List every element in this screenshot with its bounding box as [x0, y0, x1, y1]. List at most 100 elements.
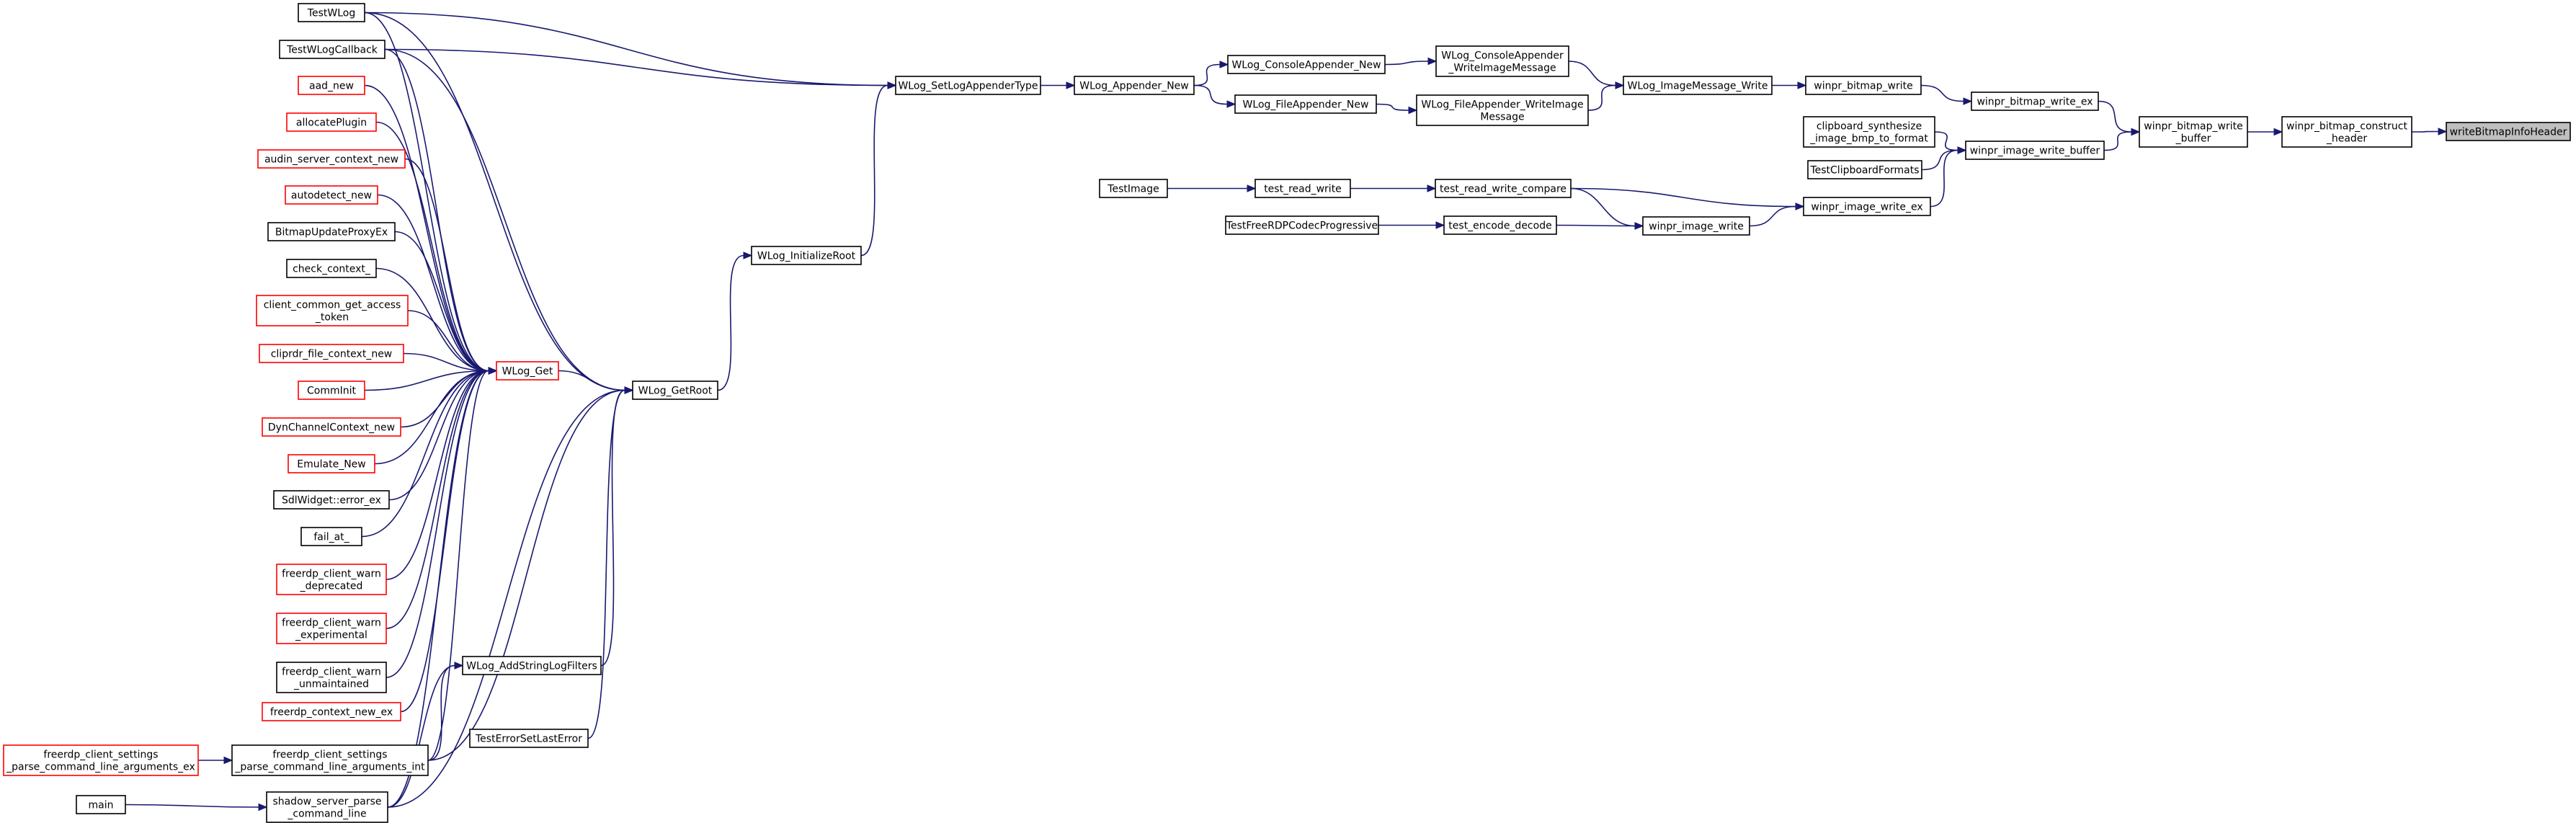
node-test-read-write[interactable]: test_read_write — [1254, 179, 1351, 198]
arrowhead-icon — [1219, 61, 1229, 68]
node-label: audin_server_context_new — [264, 154, 398, 166]
node-client-common-get-access-token[interactable]: client_common_get_access_token — [256, 295, 409, 326]
node-wlog-get[interactable]: WLog_Get — [496, 361, 559, 381]
edge-wlog-consoleappender-writeimagemessage-to-wlog-imagemessage-write — [1568, 61, 1616, 86]
arrowhead-icon — [1963, 97, 1973, 105]
edge-winpr-bitmap-write-ex-to-winpr-bitmap-write-buffer — [2098, 100, 2132, 133]
node-winpr-image-write-buffer[interactable]: winpr_image_write_buffer — [1965, 141, 2105, 160]
node-test-encode-decode[interactable]: test_encode_decode — [1443, 215, 1557, 235]
node-winpr-bitmap-write[interactable]: winpr_bitmap_write — [1805, 76, 1922, 95]
node-dynchannelcontext-new[interactable]: DynChannelContext_new — [262, 417, 401, 437]
node-main[interactable]: main — [76, 795, 126, 814]
edge-freerdp-client-settings-parse-int-to-wlog-get — [427, 370, 489, 761]
edge-wlog-fileappender-writeimagemessage-to-wlog-imagemessage-write — [1587, 84, 1616, 111]
node-box — [1971, 92, 2099, 111]
edge-winpr-bitmap-construct-header-to-writebitmapinfoheader — [2411, 130, 2439, 133]
node-label: aad_new — [309, 81, 354, 92]
node-label: check_context_ — [293, 264, 371, 275]
node-box — [2446, 122, 2571, 141]
node-label: winpr_bitmap_write — [1814, 81, 1912, 92]
node-writebitmapinfoheader[interactable]: writeBitmapInfoHeader — [2446, 122, 2571, 141]
node-label: winpr_bitmap_construct — [2286, 121, 2407, 133]
node-wlog-consoleappender-new[interactable]: WLog_ConsoleAppender_New — [1227, 55, 1386, 74]
node-label: freerdp_client_settings — [43, 749, 158, 761]
node-testwlogcallback[interactable]: TestWLogCallback — [279, 40, 385, 59]
node-label: TestWLog — [307, 8, 355, 19]
node-label: cliprdr_file_context_new — [271, 349, 393, 360]
node-testimage[interactable]: TestImage — [1099, 179, 1168, 198]
edge-client-common-get-access-token-to-wlog-get — [407, 310, 489, 372]
node-box — [298, 76, 365, 95]
node-box — [751, 246, 862, 265]
node-winpr-image-write[interactable]: winpr_image_write — [1642, 216, 1750, 236]
node-wlog-appender-new[interactable]: WLog_Appender_New — [1074, 76, 1195, 95]
node-test-read-write-compare[interactable]: test_read_write_compare — [1435, 179, 1572, 198]
node-wlog-fileappender-new[interactable]: WLog_FileAppender_New — [1234, 94, 1377, 114]
arrowhead-icon — [1797, 81, 1807, 89]
node-winpr-image-write-ex[interactable]: winpr_image_write_ex — [1803, 197, 1931, 216]
node-box — [286, 259, 377, 278]
edge-wlog-get-to-wlog-getroot — [558, 370, 625, 391]
node-testerrorsetlasterror[interactable]: TestErrorSetLastError — [469, 729, 589, 748]
edge-shadow-server-parse-command-line-to-wlog-addstringlogfilters — [387, 664, 455, 808]
edge-allocateplugin-to-wlog-get — [375, 121, 489, 372]
node-freerdp-client-settings-parse-int[interactable]: freerdp_client_settings_parse_command_li… — [231, 744, 429, 776]
node-audin-server-context-new[interactable]: audin_server_context_new — [257, 149, 406, 169]
node-wlog-getroot[interactable]: WLog_GetRoot — [632, 381, 718, 400]
node-winpr-bitmap-write-ex[interactable]: winpr_bitmap_write_ex — [1971, 92, 2099, 111]
edge-testwlog-to-wlog-getroot — [364, 12, 625, 391]
node-autodetect-new[interactable]: autodetect_new — [285, 185, 378, 205]
node-box — [259, 344, 404, 363]
node-box — [256, 295, 409, 326]
node-check-context[interactable]: check_context_ — [286, 259, 377, 278]
node-label: client_common_get_access — [264, 300, 401, 311]
node-clipboard-synthesize-image-bmp-to-format[interactable]: clipboard_synthesize_image_bmp_to_format — [1803, 116, 1935, 148]
node-label: _token — [315, 312, 349, 324]
node-label: _buffer — [2175, 133, 2211, 145]
node-freerdp-client-settings-parse-ex[interactable]: freerdp_client_settings_parse_command_li… — [3, 744, 199, 776]
node-winpr-bitmap-write-buffer[interactable]: winpr_bitmap_write_buffer — [2139, 116, 2248, 148]
arrowhead-icon — [2131, 128, 2141, 136]
node-comminit[interactable]: CommInit — [298, 381, 365, 400]
arrowhead-icon — [2438, 128, 2448, 135]
node-box — [1807, 160, 1922, 179]
node-bitmapupdateproxyex[interactable]: BitmapUpdateProxyEx — [267, 222, 396, 241]
node-allocateplugin[interactable]: allocatePlugin — [286, 112, 377, 132]
node-aad-new[interactable]: aad_new — [298, 76, 365, 95]
node-wlog-addstringlogfilters[interactable]: WLog_AddStringLogFilters — [462, 656, 602, 675]
node-label: BitmapUpdateProxyEx — [275, 227, 388, 239]
node-testwlog[interactable]: TestWLog — [298, 3, 365, 22]
node-box — [1642, 216, 1750, 236]
node-wlog-fileappender-writeimagemessage[interactable]: WLog_FileAppender_WriteImageMessage — [1416, 94, 1589, 126]
node-wlog-initializeroot[interactable]: WLog_InitializeRoot — [751, 246, 862, 265]
arrowhead-icon — [743, 252, 753, 259]
edge-autodetect-new-to-wlog-get — [377, 194, 489, 372]
node-wlog-consoleappender-writeimagemessage[interactable]: WLog_ConsoleAppender_WriteImageMessage — [1435, 45, 1569, 77]
nodes-layer: writeBitmapInfoHeader winpr_bitmap_constr… — [3, 3, 2571, 823]
node-cliprdr-file-context-new[interactable]: cliprdr_file_context_new — [259, 344, 404, 363]
node-label: WLog_Appender_New — [1079, 81, 1188, 92]
node-fail-at[interactable]: fail_at_ — [300, 527, 362, 546]
node-freerdp-client-warn-experimental[interactable]: freerdp_client_warn_experimental — [276, 613, 387, 644]
node-sdlwidget-error-ex[interactable]: SdlWidget::error_ex — [273, 490, 390, 510]
node-label: WLog_ConsoleAppender — [1441, 50, 1564, 62]
node-testfreerdpcodecprogressive[interactable]: TestFreeRDPCodecProgressive — [1225, 215, 1379, 235]
node-winpr-bitmap-construct-header[interactable]: winpr_bitmap_construct_header — [2281, 116, 2412, 148]
arrowhead-icon — [1066, 81, 1076, 89]
edge-fail-at-to-wlog-get — [361, 370, 489, 538]
edge-wlog-initializeroot-to-wlog-setlogappendertype — [860, 84, 888, 257]
node-freerdp-context-new-ex[interactable]: freerdp_context_new_ex — [262, 702, 401, 721]
node-wlog-imagemessage-write[interactable]: WLog_ImageMessage_Write — [1623, 76, 1773, 95]
node-label: allocatePlugin — [296, 117, 367, 129]
edge-shadow-server-parse-command-line-to-wlog-get — [387, 370, 489, 808]
node-freerdp-client-warn-unmaintained[interactable]: freerdp_client_warn_unmaintained — [276, 662, 387, 693]
node-box — [285, 185, 378, 205]
edge-shadow-server-parse-command-line-to-wlog-getroot — [387, 389, 625, 808]
node-shadow-server-parse-command-line[interactable]: shadow_server_parse_command_line — [266, 791, 388, 823]
node-emulate-new[interactable]: Emulate_New — [288, 454, 375, 473]
node-freerdp-client-warn-deprecated[interactable]: freerdp_client_warn_deprecated — [276, 564, 387, 595]
node-label: autodetect_new — [291, 190, 372, 202]
node-wlog-setlogappendertype[interactable]: WLog_SetLogAppenderType — [895, 76, 1041, 95]
node-box — [279, 40, 385, 59]
node-testclipboardformats[interactable]: TestClipboardFormats — [1807, 160, 1922, 179]
